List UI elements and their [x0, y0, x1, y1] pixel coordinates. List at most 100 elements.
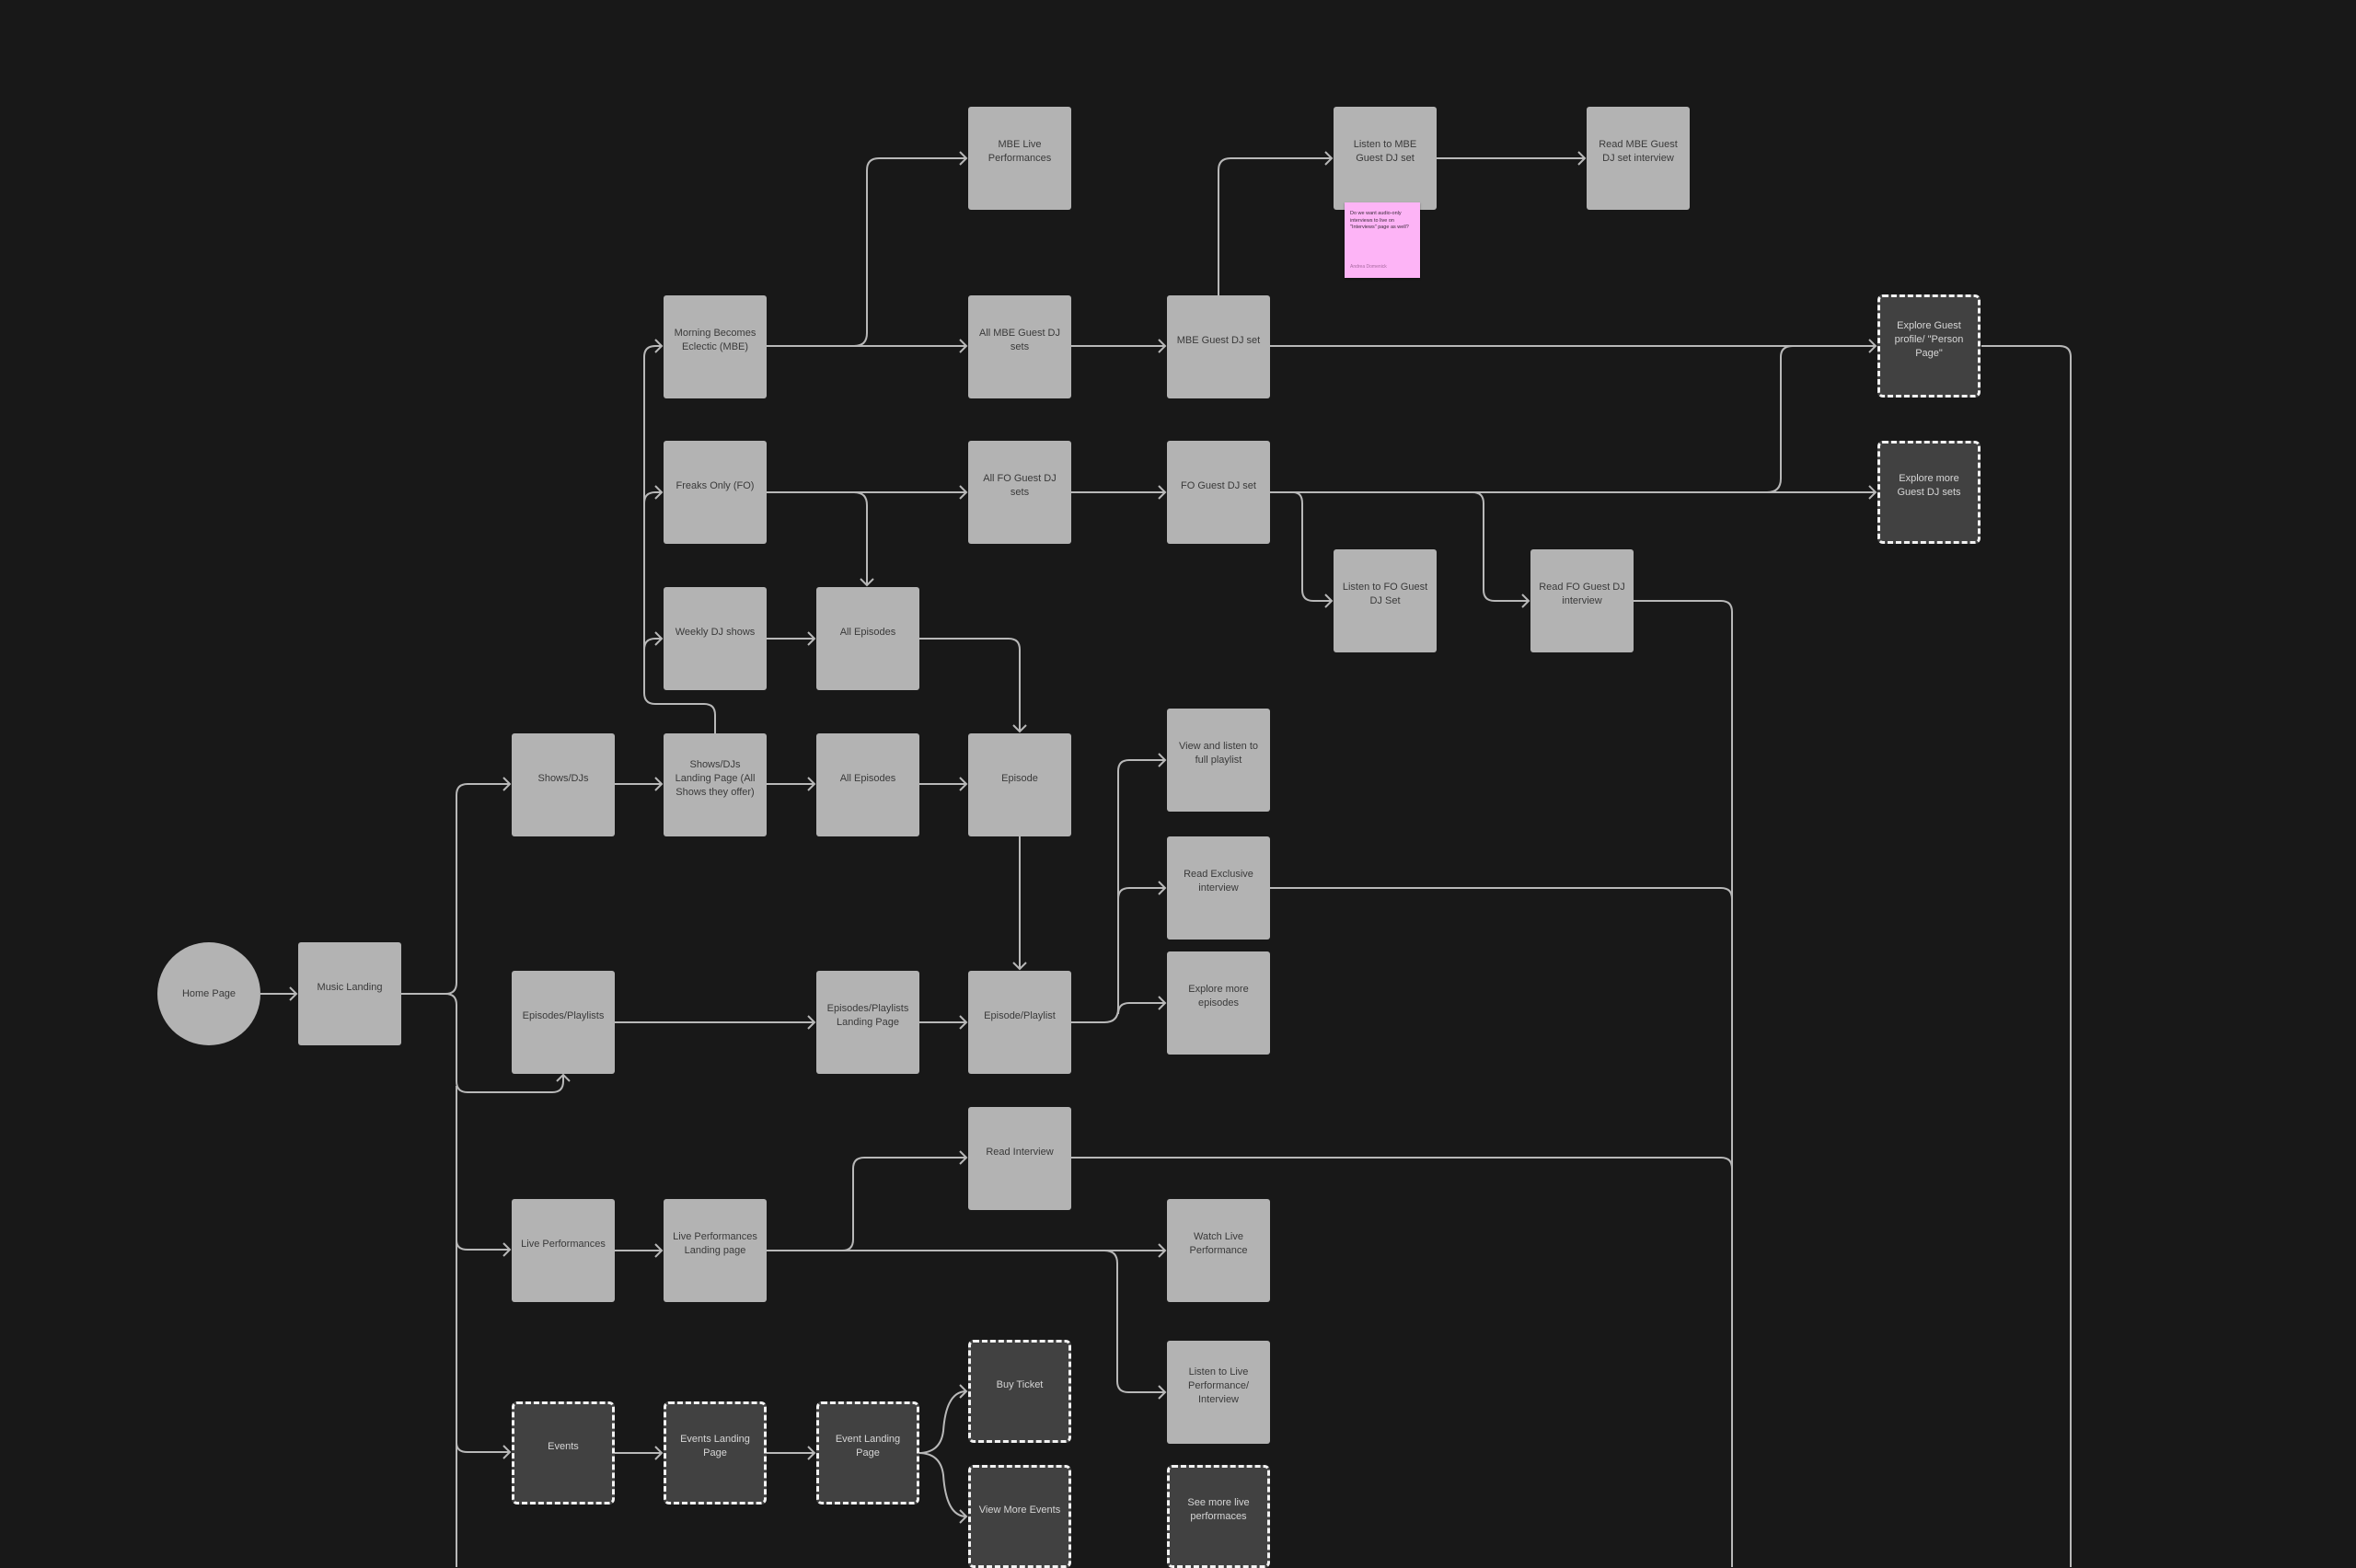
node-live-performances[interactable]: Live Performances — [512, 1199, 615, 1302]
node-label: All Episodes — [839, 772, 896, 784]
node-episodes-playlists-landing[interactable]: Episodes/Playlists Landing Page — [816, 971, 919, 1074]
node-label: Morning Becomes Eclectic (MBE) — [674, 328, 756, 352]
node-episode[interactable]: Episode — [968, 733, 1071, 836]
connector-line — [1117, 1002, 1165, 1015]
arrowhead-icon — [959, 1150, 968, 1165]
node-label: Live Performances — [521, 1238, 606, 1250]
connector-line — [643, 491, 662, 504]
connector-line — [456, 1442, 510, 1453]
node-all-fo-guest[interactable]: All FO Guest DJ sets — [968, 441, 1071, 544]
arrowhead-icon — [959, 485, 968, 500]
node-label: All MBE Guest DJ sets — [978, 328, 1061, 352]
arrowhead-icon — [654, 777, 664, 791]
node-label: Events — [548, 1440, 579, 1452]
node-mbe[interactable]: Morning Becomes Eclectic (MBE) — [664, 295, 767, 398]
connector-line — [456, 1239, 510, 1251]
node-all-mbe-guest[interactable]: All MBE Guest DJ sets — [968, 295, 1071, 398]
arrowhead-icon — [556, 1073, 571, 1082]
node-label: MBE Guest DJ set — [1176, 334, 1261, 346]
node-shows-djs-landing[interactable]: Shows/DJs Landing Page (All Shows they o… — [664, 733, 767, 836]
node-read-exclusive[interactable]: Read Exclusive interview — [1167, 836, 1270, 940]
node-mbe-live[interactable]: MBE Live Performances — [968, 107, 1071, 210]
arrowhead-icon — [959, 1384, 968, 1399]
node-label: Explore more Guest DJ sets — [1897, 473, 1961, 498]
node-watch-live[interactable]: Watch Live Performance — [1167, 1199, 1270, 1302]
node-read-fo[interactable]: Read FO Guest DJ interview — [1530, 549, 1634, 652]
node-listen-live[interactable]: Listen to Live Performance/ Interview — [1167, 1341, 1270, 1444]
connector-line — [1103, 1250, 1165, 1393]
node-episode-playlist[interactable]: Episode/Playlist — [968, 971, 1071, 1074]
node-buy-ticket[interactable]: Buy Ticket — [968, 1340, 1071, 1443]
arrowhead-icon — [1521, 594, 1530, 608]
node-explore-more-guest[interactable]: Explore more Guest DJ sets — [1877, 441, 1981, 544]
arrowhead-icon — [1868, 339, 1877, 353]
node-episodes-playlists[interactable]: Episodes/Playlists — [512, 971, 615, 1074]
arrowhead-icon — [807, 1015, 816, 1030]
node-label: Explore more episodes — [1188, 984, 1249, 1009]
arrowhead-icon — [654, 1446, 664, 1460]
arrowhead-icon — [1158, 339, 1167, 353]
node-label: Episodes/Playlists — [522, 1009, 605, 1021]
node-events[interactable]: Events — [512, 1401, 615, 1505]
node-label: Read MBE Guest DJ set interview — [1599, 139, 1678, 164]
node-music-landing[interactable]: Music Landing — [298, 942, 401, 1045]
node-label: Music Landing — [317, 981, 383, 993]
arrowhead-icon — [959, 1509, 968, 1524]
node-home-page[interactable]: Home Page — [157, 942, 260, 1045]
node-label: All FO Guest DJ sets — [983, 473, 1057, 498]
arrowhead-icon — [1158, 881, 1167, 895]
arrowhead-icon — [1868, 485, 1877, 500]
node-label: Shows/DJs Landing Page (All Shows they o… — [675, 758, 756, 798]
connector-line — [918, 1390, 967, 1454]
node-label: Event Landing Page — [835, 1434, 901, 1458]
node-label: Read FO Guest DJ interview — [1539, 582, 1625, 606]
connector-line — [1472, 491, 1529, 602]
node-explore-episodes[interactable]: Explore more episodes — [1167, 951, 1270, 1055]
node-label: Episode — [1001, 772, 1038, 784]
node-shows-djs[interactable]: Shows/DJs — [512, 733, 615, 836]
connector-line — [1981, 345, 2072, 1567]
connector-line — [918, 638, 1021, 732]
node-label: View and listen to full playlist — [1178, 741, 1259, 766]
node-listen-fo[interactable]: Listen to FO Guest DJ Set — [1334, 549, 1437, 652]
node-events-landing[interactable]: Events Landing Page — [664, 1401, 767, 1505]
node-label: Live Performances Landing page — [673, 1231, 757, 1256]
node-freaks-only[interactable]: Freaks Only (FO) — [664, 441, 767, 544]
connector-line — [1218, 157, 1332, 295]
node-fo-guest-set[interactable]: FO Guest DJ set — [1167, 441, 1270, 544]
node-label: All Episodes — [839, 626, 896, 638]
node-label: Listen to FO Guest DJ Set — [1342, 582, 1428, 606]
node-explore-guest-profile[interactable]: Explore Guest profile/ "Person Page" — [1877, 294, 1981, 398]
node-read-interview[interactable]: Read Interview — [968, 1107, 1071, 1210]
node-read-mbe[interactable]: Read MBE Guest DJ set interview — [1587, 107, 1690, 210]
node-event-landing[interactable]: Event Landing Page — [816, 1401, 919, 1505]
sticky-note-comment[interactable]: Do we want audio-only interviews to live… — [1345, 202, 1420, 278]
node-see-more-live[interactable]: See more live performaces — [1167, 1465, 1270, 1568]
connector-line — [643, 638, 662, 651]
connector-line — [1292, 491, 1332, 602]
arrowhead-icon — [1324, 594, 1334, 608]
arrowhead-icon — [502, 1445, 512, 1459]
connector-line — [1070, 1157, 1733, 1170]
node-listen-mbe[interactable]: Listen to MBE Guest DJ set — [1334, 107, 1437, 210]
node-label: Episodes/Playlists Landing Page — [826, 1003, 909, 1028]
connector-line — [853, 491, 868, 585]
arrowhead-icon — [654, 339, 664, 353]
node-all-episodes-1[interactable]: All Episodes — [816, 587, 919, 690]
arrowhead-icon — [654, 631, 664, 646]
arrowhead-icon — [1577, 151, 1587, 166]
node-label: FO Guest DJ set — [1181, 479, 1256, 491]
node-view-playlist[interactable]: View and listen to full playlist — [1167, 709, 1270, 812]
arrowhead-icon — [502, 1242, 512, 1257]
sticky-note-text: Do we want audio-only interviews to live… — [1350, 211, 1409, 230]
node-label: Home Page — [181, 987, 237, 999]
node-all-episodes-2[interactable]: All Episodes — [816, 733, 919, 836]
node-weekly-dj[interactable]: Weekly DJ shows — [664, 587, 767, 690]
node-view-more-events[interactable]: View More Events — [968, 1465, 1071, 1568]
arrowhead-icon — [807, 1446, 816, 1460]
node-live-landing[interactable]: Live Performances Landing page — [664, 1199, 767, 1302]
node-mbe-guest-set[interactable]: MBE Guest DJ set — [1167, 295, 1270, 398]
node-label: Freaks Only (FO) — [676, 479, 755, 491]
arrowhead-icon — [1158, 485, 1167, 500]
